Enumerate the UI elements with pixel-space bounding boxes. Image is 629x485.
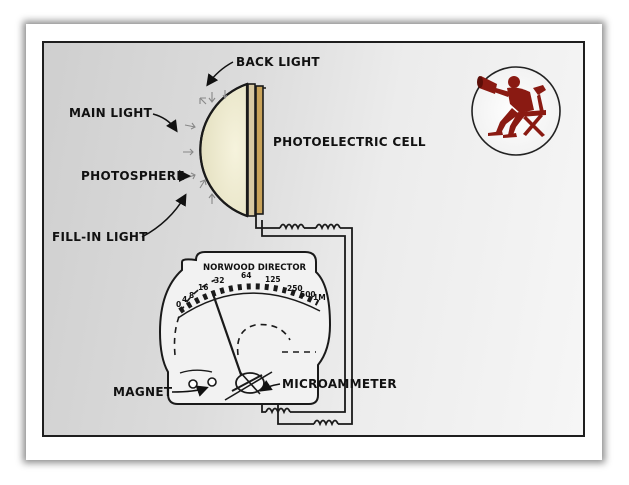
fill-in-light-label: FILL-IN LIGHT [52, 230, 148, 244]
microammeter-label: MICROAMMETER [282, 377, 397, 391]
meter-body [158, 251, 332, 405]
scale-label: 8 [189, 291, 194, 300]
photosphere [183, 82, 249, 218]
scale-label: 4 [182, 295, 187, 304]
circuit-wires [255, 214, 353, 427]
scale-label: 32 [214, 276, 224, 285]
scale-label: 250 [287, 284, 303, 293]
photoelectric-cell-label: PHOTOELECTRIC CELL [273, 135, 426, 149]
scale-label: 64 [241, 271, 251, 280]
scale-label: 16 [198, 283, 208, 292]
magnet-label: MAGNET [113, 385, 173, 399]
director-with-megaphone-in-chair-icon [477, 76, 546, 138]
meter-needle [211, 293, 273, 401]
meter-scale-labels: 0 4 8 16 32 64 125 250 500 1M [176, 271, 326, 309]
scale-label: 1M [313, 293, 326, 302]
director-logo [471, 66, 561, 156]
back-light-label: BACK LIGHT [236, 55, 320, 69]
scale-label: 125 [265, 275, 281, 284]
main-light-label: MAIN LIGHT [69, 106, 153, 120]
meter-title: NORWOOD DIRECTOR [203, 263, 307, 273]
scale-label: 500 [300, 290, 316, 299]
scale-label: 0 [176, 300, 181, 309]
meter-scale [177, 283, 321, 319]
callout-arrows [141, 61, 281, 397]
photoelectric-cell [247, 83, 266, 217]
photosphere-label: PHOTOSPHERE [81, 169, 185, 183]
